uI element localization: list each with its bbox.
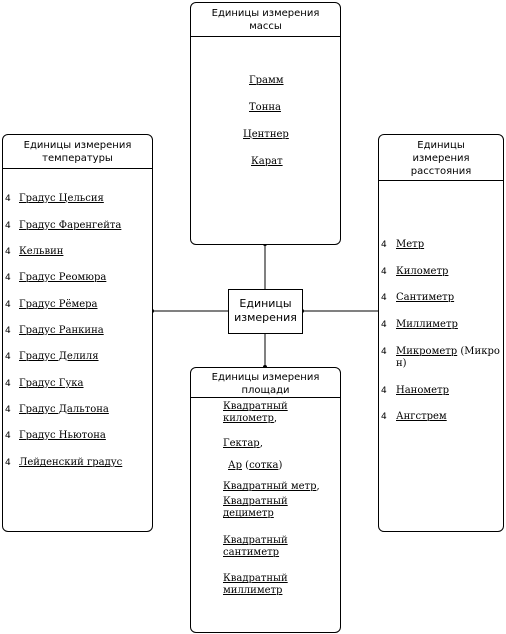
temperature-item[interactable]: Градус Дальтона (19, 404, 109, 415)
micrometre-alias: (Микро (457, 346, 500, 357)
distance-item-nanometre[interactable]: Нанометр (396, 385, 449, 396)
separator: , (273, 413, 278, 424)
mass-item-centner[interactable]: Центнер (243, 129, 289, 140)
sq-km-link-2[interactable]: километр (223, 413, 274, 424)
area-item-ar: Ар (сотка) (228, 460, 282, 472)
list-bullet: 4 (5, 352, 11, 362)
micrometre-alias-wrap: н) (396, 358, 407, 369)
list-bullet: 4 (381, 240, 387, 250)
distance-item-kilometre[interactable]: Километр (396, 266, 449, 277)
area-title-line-1: Единицы измерения (211, 372, 320, 383)
temperature-units-box: Единицы измерения температуры 4 Градус Це… (2, 134, 153, 532)
area-item-sq-cm: Квадратный сантиметр (223, 535, 288, 559)
sq-mm-link-1[interactable]: Квадратный (223, 573, 288, 584)
area-units-box: Единицы измерения площади Квадратный кил… (190, 367, 341, 633)
micrometre-link[interactable]: Микрометр (396, 346, 458, 357)
sq-m-link[interactable]: Квадратный метр (223, 481, 317, 492)
temperature-item[interactable]: Градус Ранкина (19, 325, 104, 336)
mass-title: Единицы измерения массы (191, 3, 340, 37)
sq-dm-link-2[interactable]: дециметр (223, 508, 274, 519)
list-bullet: 4 (5, 379, 11, 389)
temperature-item[interactable]: Лейденский градус (19, 457, 123, 468)
area-item-sq-dm: Квадратный дециметр (223, 496, 288, 520)
list-bullet: 4 (5, 458, 11, 468)
mass-item-gram[interactable]: Грамм (249, 75, 284, 86)
temperature-item[interactable]: Градус Реомюра (19, 272, 107, 283)
center-node: Единицы измерения (228, 289, 303, 334)
center-label-2: измерения (234, 311, 297, 324)
temperature-item[interactable]: Градус Цельсия (19, 193, 104, 204)
sq-mm-link-2[interactable]: миллиметр (223, 585, 283, 596)
temperature-item[interactable]: Градус Ньютона (19, 430, 106, 441)
temperature-title-line-1: Единицы измерения (23, 140, 132, 151)
sq-dm-link-1[interactable]: Квадратный (223, 496, 288, 507)
distance-title-line-2: измерения (412, 153, 470, 164)
separator: , (259, 438, 263, 449)
mass-units-box: Единицы измерения массы Грамм Тонна Цент… (190, 2, 341, 245)
distance-item-metre[interactable]: Метр (396, 239, 425, 250)
ar-paren-open: ( (241, 460, 250, 471)
distance-item-millimetre[interactable]: Миллиметр (396, 319, 458, 330)
mass-title-line-2: массы (249, 21, 282, 32)
list-bullet: 4 (381, 347, 387, 357)
list-bullet: 4 (5, 431, 11, 441)
list-bullet: 4 (5, 300, 11, 310)
ar-link[interactable]: Ар (228, 460, 242, 471)
list-bullet: 4 (5, 326, 11, 336)
distance-units-box: Единицы измерения расстояния 4 Метр 4 Ки… (378, 134, 504, 532)
distance-item-centimetre[interactable]: Сантиметр (396, 292, 455, 303)
distance-title-line-3: расстояния (410, 166, 472, 177)
list-bullet: 4 (381, 320, 387, 330)
separator: , (316, 481, 320, 492)
list-bullet: 4 (5, 273, 11, 283)
distance-item-angstrom[interactable]: Ангстрем (396, 411, 447, 422)
distance-item-micrometre: Микрометр (Микро (396, 346, 500, 358)
hectare-link[interactable]: Гектар (223, 438, 260, 449)
area-item-sq-m: Квадратный метр, (223, 481, 320, 493)
list-bullet: 4 (381, 293, 387, 303)
distance-title: Единицы измерения расстояния (379, 135, 503, 181)
area-title: Единицы измерения площади (191, 368, 340, 398)
sotka-link[interactable]: сотка (249, 460, 279, 471)
center-label-1: Единицы (239, 297, 292, 310)
ar-paren-close: ) (278, 460, 283, 471)
sq-km-link-1[interactable]: Квадратный (223, 401, 288, 412)
list-bullet: 4 (381, 412, 387, 422)
mass-item-carat[interactable]: Карат (251, 156, 283, 167)
area-item-sq-mm: Квадратный миллиметр (223, 573, 288, 597)
list-bullet: 4 (5, 221, 11, 231)
area-item-hectare: Гектар, (223, 438, 263, 450)
list-bullet: 4 (5, 405, 11, 415)
mass-item-tonne[interactable]: Тонна (249, 102, 281, 113)
temperature-item[interactable]: Градус Делиля (19, 351, 99, 362)
temperature-title-line-2: температуры (42, 153, 113, 164)
mass-title-line-1: Единицы измерения (211, 8, 320, 19)
temperature-item[interactable]: Кельвин (19, 246, 64, 257)
list-bullet: 4 (381, 267, 387, 277)
list-bullet: 4 (381, 386, 387, 396)
area-item-sq-km: Квадратный километр, (223, 401, 288, 425)
temperature-item[interactable]: Градус Гука (19, 378, 84, 389)
temperature-item[interactable]: Градус Рёмера (19, 299, 98, 310)
area-title-line-2: площади (241, 385, 290, 396)
sq-cm-link-2[interactable]: сантиметр (223, 547, 280, 558)
list-bullet: 4 (5, 194, 11, 204)
temperature-item[interactable]: Градус Фаренгейта (19, 220, 122, 231)
temperature-title: Единицы измерения температуры (3, 135, 152, 169)
distance-title-line-1: Единицы (417, 140, 465, 151)
sq-cm-link-1[interactable]: Квадратный (223, 535, 288, 546)
list-bullet: 4 (5, 247, 11, 257)
